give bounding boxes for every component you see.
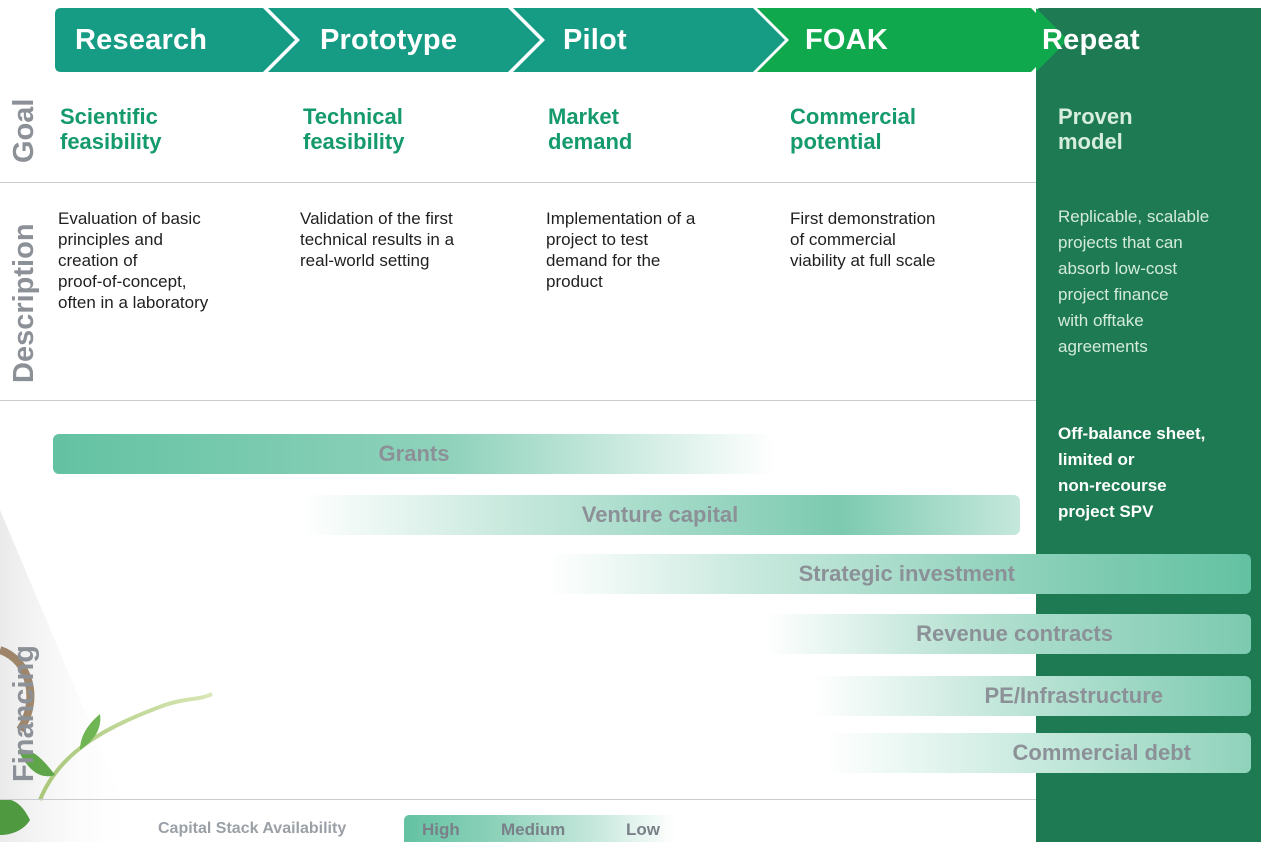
stage-repeat: Repeat — [1036, 8, 1261, 72]
goal-line: demand — [548, 129, 633, 154]
description-line: of commercial — [790, 230, 896, 249]
goal-pilot: Market demand — [548, 104, 632, 154]
bar-label: Revenue contracts — [916, 621, 1113, 646]
goal-line: Market — [548, 104, 619, 129]
goal-repeat: Proven model — [1058, 104, 1133, 154]
description-line: proof-of-concept, — [58, 272, 187, 291]
goal-line: model — [1058, 129, 1123, 154]
goal-research: Scientific feasibility — [60, 104, 161, 154]
description-line: principles and — [58, 230, 163, 249]
bar-label: PE/Infrastructure — [984, 683, 1164, 708]
goal-prototype: Technical feasibility — [303, 104, 404, 154]
description-line: Implementation of a — [546, 209, 696, 228]
legend-level-low: Low — [626, 820, 660, 839]
description-line: product — [546, 272, 603, 291]
financing-bar-pe-infrastructure: PE/Infrastructure — [813, 676, 1251, 716]
financing-bar-commercial-debt: Commercial debt — [825, 733, 1251, 773]
financing-line: limited or — [1058, 450, 1135, 469]
description-line: with offtake — [1058, 311, 1144, 330]
row-divider — [0, 182, 1036, 183]
description-line: creation of — [58, 251, 138, 270]
description-research: Evaluation of basic principles and creat… — [58, 208, 208, 313]
description-line: technical results in a — [300, 230, 455, 249]
repeat-financing-text: Off-balance sheet, limited or non-recour… — [1058, 421, 1258, 525]
financing-bar-venture-capital: Venture capital — [300, 495, 1020, 535]
plant-sprout-illustration — [0, 510, 213, 842]
description-line: demand for the — [546, 251, 661, 270]
description-line: often in a laboratory — [58, 293, 209, 312]
stage-label: Research — [75, 23, 208, 56]
stage-label: Repeat — [1042, 23, 1140, 56]
description-line: First demonstration — [790, 209, 936, 228]
legend-level-medium: Medium — [501, 820, 566, 839]
row-divider — [0, 799, 1036, 800]
bar-label: Commercial debt — [1012, 740, 1192, 765]
description-repeat: Replicable, scalable projects that can a… — [1058, 204, 1209, 360]
row-divider — [0, 400, 1036, 401]
financing-bar-grants: Grants — [53, 434, 775, 474]
goal-line: Scientific — [60, 104, 158, 129]
row-label-financing: Financing — [8, 645, 40, 782]
goal-line: feasibility — [303, 129, 405, 154]
description-line: real-world setting — [300, 251, 430, 270]
goal-foak: Commercial potential — [790, 104, 916, 154]
legend-gradient: High Medium Low — [404, 815, 676, 842]
bar-label: Venture capital — [581, 502, 739, 527]
stage-research: Research — [55, 8, 295, 72]
financing-bar-revenue-contracts: Revenue contracts — [765, 614, 1251, 654]
description-foak: First demonstration of commercial viabil… — [790, 208, 936, 271]
description-line: Validation of the first — [300, 209, 453, 228]
row-label-goal: Goal — [8, 98, 40, 163]
bar-label: Grants — [378, 441, 450, 466]
stage-label: Prototype — [320, 23, 458, 56]
description-line: Replicable, scalable — [1058, 207, 1210, 226]
financing-bar-strategic-investment: Strategic investment — [547, 554, 1251, 594]
financing-line: project SPV — [1058, 502, 1154, 521]
goal-line: Proven — [1058, 104, 1133, 129]
description-line: project to test — [546, 230, 649, 249]
goal-line: Technical — [303, 104, 403, 129]
description-line: agreements — [1058, 337, 1148, 356]
description-line: absorb low-cost — [1058, 259, 1178, 278]
goal-line: feasibility — [60, 129, 162, 154]
financing-line: Off-balance sheet, — [1058, 424, 1206, 443]
description-line: project finance — [1058, 285, 1169, 304]
row-label-description: Description — [8, 223, 40, 383]
stage-prototype: Prototype — [268, 8, 540, 72]
stage-label: FOAK — [805, 23, 888, 56]
description-line: Evaluation of basic — [58, 209, 201, 228]
description-line: projects that can — [1058, 233, 1183, 252]
stage-foak: FOAK — [757, 8, 1063, 72]
legend-level-high: High — [422, 820, 460, 839]
goal-line: Commercial — [790, 104, 916, 129]
financing-line: non-recourse — [1058, 476, 1167, 495]
description-pilot: Implementation of a project to test dema… — [546, 208, 695, 292]
stage-pilot: Pilot — [513, 8, 785, 72]
bar-label: Strategic investment — [798, 561, 1015, 586]
goal-line: potential — [790, 129, 882, 154]
description-line: viability at full scale — [790, 251, 936, 270]
description-prototype: Validation of the first technical result… — [300, 208, 454, 271]
stage-label: Pilot — [563, 23, 627, 56]
legend-title: Capital Stack Availability — [158, 820, 347, 837]
